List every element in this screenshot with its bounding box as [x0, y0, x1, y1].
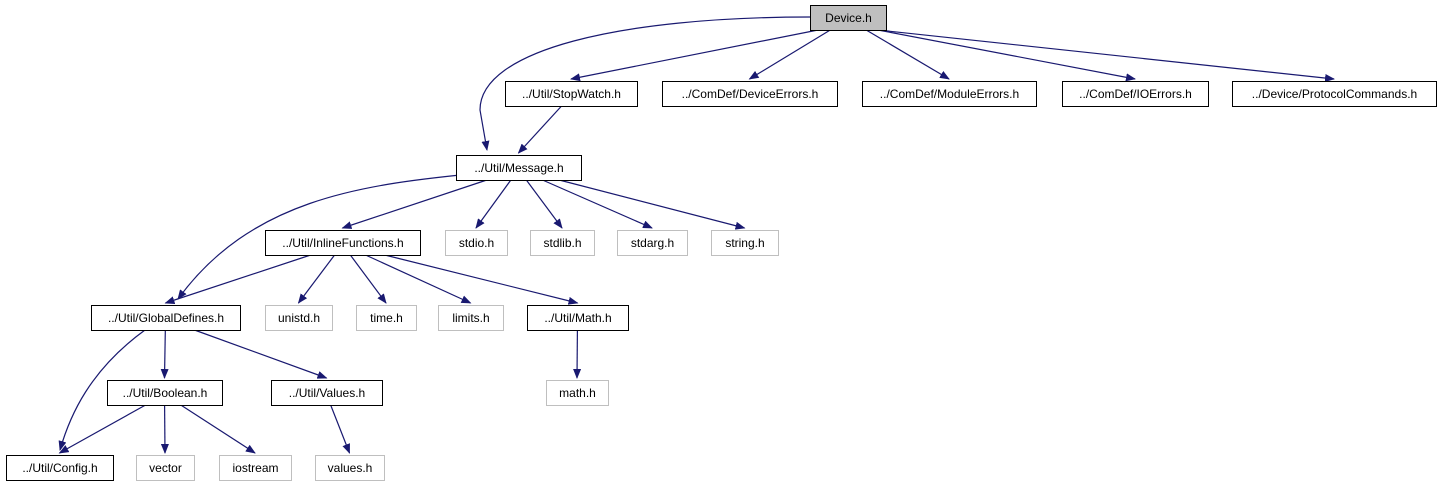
edge-message_h-to-stdarg_h [542, 179, 653, 229]
node-box [91, 305, 241, 331]
node-box [356, 305, 417, 331]
node-box [107, 380, 223, 406]
node-protocolcommands_h[interactable]: ../Device/ProtocolCommands.h [1232, 81, 1437, 107]
node-box [271, 380, 383, 406]
node-label: ../ComDef/IOErrors.h [1079, 87, 1192, 101]
node-stdlib_h: stdlib.h [530, 230, 595, 256]
node-box [862, 81, 1037, 107]
node-label: stdlib.h [543, 236, 581, 250]
edge-device_h-to-message_h [479, 16, 811, 151]
node-globaldefines_h[interactable]: ../Util/GlobalDefines.h [91, 305, 241, 331]
node-label: unistd.h [278, 311, 320, 325]
node-label: vector [149, 461, 182, 475]
node-stopwatch_h[interactable]: ../Util/StopWatch.h [505, 81, 638, 107]
nodes-layer: Device.h ../Util/StopWatch.h ../ComDef/Dev… [6, 5, 1437, 481]
edge-inlinefunctions_h-to-limits_h [365, 254, 472, 304]
node-values_util_h[interactable]: ../Util/Values.h [271, 380, 383, 406]
edge-globaldefines_h-to-values_util_h [194, 329, 328, 379]
node-time_h: time.h [356, 305, 417, 331]
edge-device_h-to-ioerrors_h [877, 29, 1136, 82]
edge-inlinefunctions_h-to-unistd_h [297, 254, 336, 304]
node-box [445, 230, 508, 256]
node-stdarg_h: stdarg.h [617, 230, 688, 256]
edge-device_h-to-deviceerrors_h [748, 29, 831, 80]
node-moduleerrors_h[interactable]: ../ComDef/ModuleErrors.h [862, 81, 1037, 107]
node-label: iostream [232, 461, 278, 475]
node-box [546, 380, 609, 406]
node-values_h: values.h [315, 455, 385, 481]
node-box [265, 305, 333, 331]
node-box [505, 81, 638, 107]
node-label: ../Util/InlineFunctions.h [282, 236, 403, 250]
edge-device_h-to-moduleerrors_h [865, 29, 950, 80]
node-deviceerrors_h[interactable]: ../ComDef/DeviceErrors.h [662, 81, 838, 107]
edge-inlinefunctions_h-to-math_util_h [384, 254, 579, 305]
node-box [315, 455, 385, 481]
edge-values_util_h-to-values_h [330, 404, 351, 454]
node-iostream: iostream [219, 455, 292, 481]
node-box [6, 455, 114, 481]
node-box [136, 455, 195, 481]
edges-layer [58, 16, 1335, 454]
edge-message_h-to-stdlib_h [525, 179, 563, 229]
node-boolean_h[interactable]: ../Util/Boolean.h [107, 380, 223, 406]
node-inlinefunctions_h[interactable]: ../Util/InlineFunctions.h [265, 230, 421, 256]
edge-stopwatch_h-to-message_h [517, 105, 562, 154]
node-label: string.h [725, 236, 764, 250]
node-label: ../Util/StopWatch.h [522, 87, 621, 101]
node-label: math.h [559, 386, 596, 400]
node-label: Device.h [825, 11, 872, 25]
node-label: limits.h [452, 311, 489, 325]
node-message_h[interactable]: ../Util/Message.h [456, 155, 582, 181]
node-box [265, 230, 421, 256]
node-label: ../Util/Message.h [474, 161, 563, 175]
edge-message_h-to-globaldefines_h [177, 173, 471, 300]
node-label: ../Util/Boolean.h [123, 386, 208, 400]
node-box [456, 155, 582, 181]
node-box [530, 230, 595, 256]
node-config_h[interactable]: ../Util/Config.h [6, 455, 114, 481]
node-label: stdio.h [459, 236, 494, 250]
node-stdio_h: stdio.h [445, 230, 508, 256]
node-box [711, 230, 779, 256]
node-box [810, 5, 887, 31]
node-box [617, 230, 688, 256]
edge-device_h-to-protocolcommands_h [877, 29, 1335, 83]
node-box [1232, 81, 1437, 107]
node-label: ../ComDef/DeviceErrors.h [682, 87, 819, 101]
node-string_h: string.h [711, 230, 779, 256]
node-label: stdarg.h [631, 236, 674, 250]
node-label: ../ComDef/ModuleErrors.h [880, 87, 1019, 101]
node-unistd_h: unistd.h [265, 305, 333, 331]
node-box [527, 305, 629, 331]
node-box [438, 305, 504, 331]
node-device_h[interactable]: Device.h [810, 5, 887, 31]
edge-inlinefunctions_h-to-time_h [349, 254, 387, 304]
node-label: ../Util/Values.h [289, 386, 365, 400]
edge-globaldefines_h-to-config_h [58, 329, 146, 451]
node-label: ../Util/Math.h [544, 311, 611, 325]
node-box [219, 455, 292, 481]
node-ioerrors_h[interactable]: ../ComDef/IOErrors.h [1062, 81, 1209, 107]
edge-inlinefunctions_h-to-globaldefines_h [164, 254, 311, 304]
edge-globaldefines_h-to-boolean_h [160, 329, 169, 379]
edge-boolean_h-to-config_h [58, 404, 146, 454]
node-label: ../Device/ProtocolCommands.h [1252, 87, 1417, 101]
edge-message_h-to-string_h [559, 179, 746, 230]
edge-boolean_h-to-iostream [180, 404, 256, 454]
node-math_util_h[interactable]: ../Util/Math.h [527, 305, 629, 331]
node-vector: vector [136, 455, 195, 481]
node-label: values.h [328, 461, 373, 475]
node-box [662, 81, 838, 107]
edge-message_h-to-stdio_h [475, 179, 512, 229]
node-label: ../Util/Config.h [22, 461, 97, 475]
node-label: time.h [370, 311, 403, 325]
node-limits_h: limits.h [438, 305, 504, 331]
node-label: ../Util/GlobalDefines.h [108, 311, 224, 325]
edge-message_h-to-inlinefunctions_h [341, 179, 488, 229]
edge-device_h-to-stopwatch_h [570, 29, 819, 82]
node-math_h: math.h [546, 380, 609, 406]
node-box [1062, 81, 1209, 107]
